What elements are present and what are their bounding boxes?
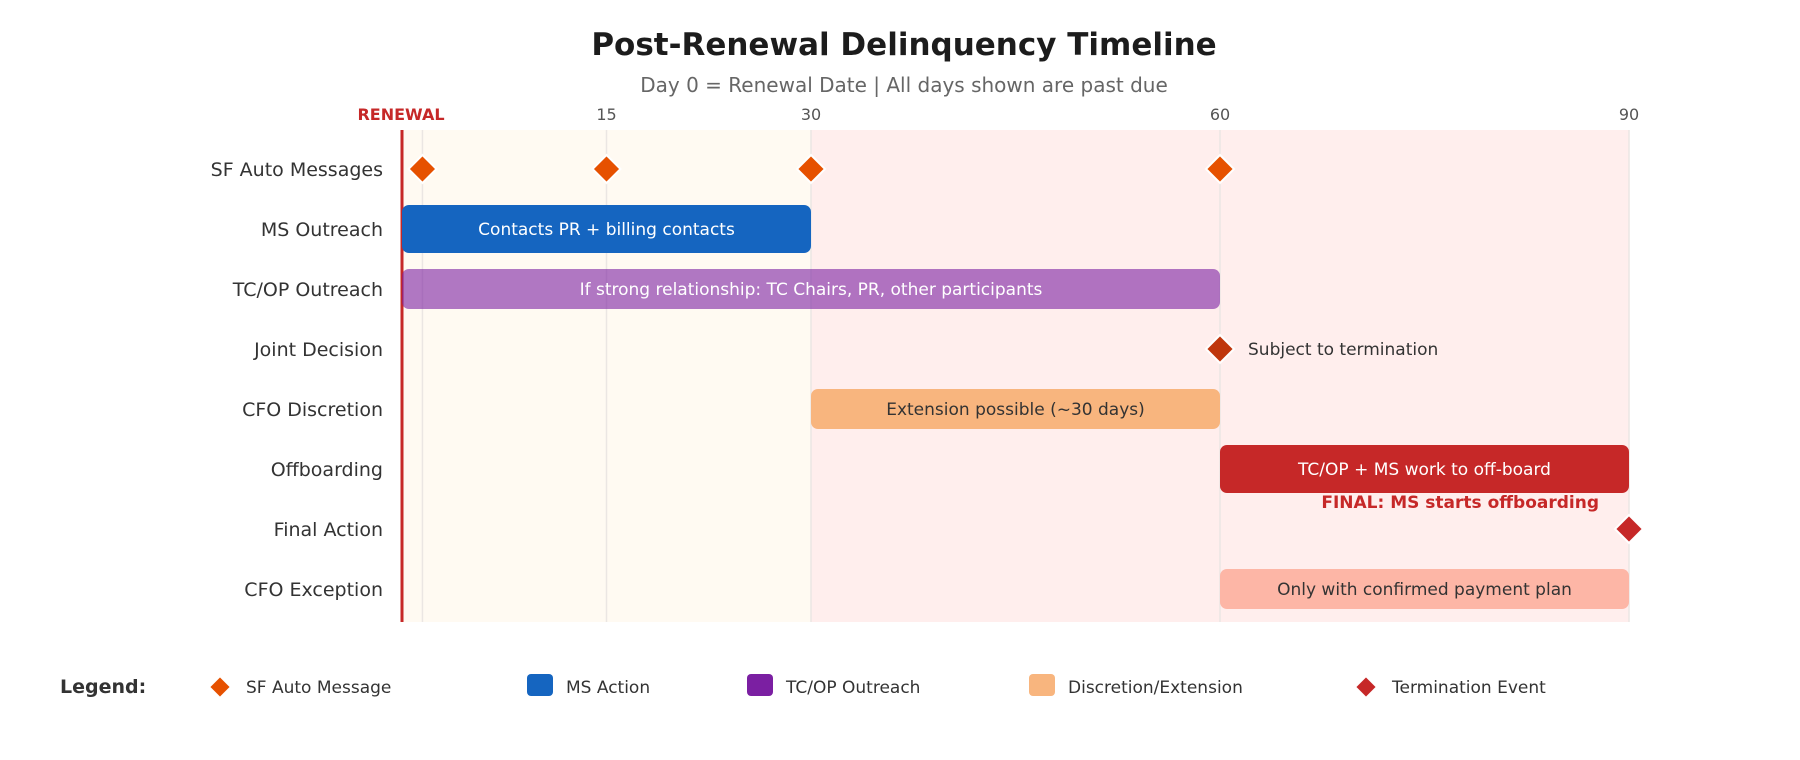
legend-label-sf-auto-message: SF Auto Message: [246, 678, 391, 698]
x-tick-label: 90: [1619, 105, 1639, 124]
note-joint-decision: Subject to termination: [1248, 340, 1438, 360]
bar-label-ms-outreach: Contacts PR + billing contacts: [478, 220, 735, 240]
legend-label-ms-action: MS Action: [566, 678, 650, 698]
legend-label-termination-event: Termination Event: [1391, 678, 1546, 698]
row-label-joint-decision: Joint Decision: [253, 339, 383, 361]
legend-label-discretion-extension: Discretion/Extension: [1068, 678, 1243, 698]
x-tick-label: 30: [801, 105, 821, 124]
bar-tc-op-outreach: [402, 269, 1220, 309]
chart-title: Post-Renewal Delinquency Timeline: [591, 27, 1216, 63]
marker-sf-auto-messages: [1204, 153, 1236, 185]
bar-label-cfo-exception: Only with confirmed payment plan: [1277, 580, 1572, 600]
legend-swatch-sf-auto-message: [207, 674, 233, 700]
bar-label-offboarding: TC/OP + MS work to off-board: [1297, 460, 1551, 480]
legend-swatch-discretion-extension: [1029, 674, 1055, 696]
x-tick-label: 60: [1210, 105, 1230, 124]
legend-swatch-ms-action: [527, 674, 553, 696]
bar-ms-outreach: [402, 205, 811, 253]
row-label-cfo-exception: CFO Exception: [244, 579, 383, 601]
row-label-offboarding: Offboarding: [271, 459, 383, 481]
annotation-final-action: FINAL: MS starts offboarding: [1321, 493, 1599, 513]
marker-sf-auto-messages: [795, 153, 827, 185]
legend-label-tc-op-outreach: TC/OP Outreach: [785, 678, 920, 698]
bar-offboarding: [1220, 445, 1629, 493]
chart-subtitle: Day 0 = Renewal Date | All days shown ar…: [640, 73, 1168, 97]
marker-sf-auto-messages: [407, 153, 438, 185]
bar-cfo-exception: [1220, 569, 1629, 609]
marker-final-action: [1613, 513, 1645, 545]
legend-title: Legend:: [60, 676, 146, 698]
x-axis-ticks: 15 30 60 90: [596, 105, 1639, 124]
legend: Legend: SF Auto Message MS Action TC/OP Ou…: [60, 674, 1546, 700]
row-label-cfo-discretion: CFO Discretion: [242, 399, 383, 421]
row-label-final-action: Final Action: [274, 519, 383, 541]
x-tick-label: 15: [596, 105, 616, 124]
background-zones: [402, 130, 1629, 622]
bar-cfo-discretion: [811, 389, 1220, 429]
row-label-ms-outreach: MS Outreach: [261, 219, 383, 241]
bar-label-cfo-discretion: Extension possible (~30 days): [886, 400, 1145, 420]
marker-joint-decision: [1204, 333, 1236, 365]
row-label-tc-op-outreach: TC/OP Outreach: [232, 279, 383, 301]
renewal-label: RENEWAL: [357, 105, 444, 124]
bar-label-tc-op-outreach: If strong relationship: TC Chairs, PR, o…: [580, 280, 1043, 300]
timeline-bars: Contacts PR + billing contacts If strong …: [402, 205, 1629, 609]
legend-swatch-tc-op-outreach: [747, 674, 773, 696]
row-label-sf-auto-messages: SF Auto Messages: [211, 159, 383, 181]
marker-sf-auto-messages: [591, 153, 622, 185]
legend-swatch-termination-event: [1353, 674, 1379, 700]
